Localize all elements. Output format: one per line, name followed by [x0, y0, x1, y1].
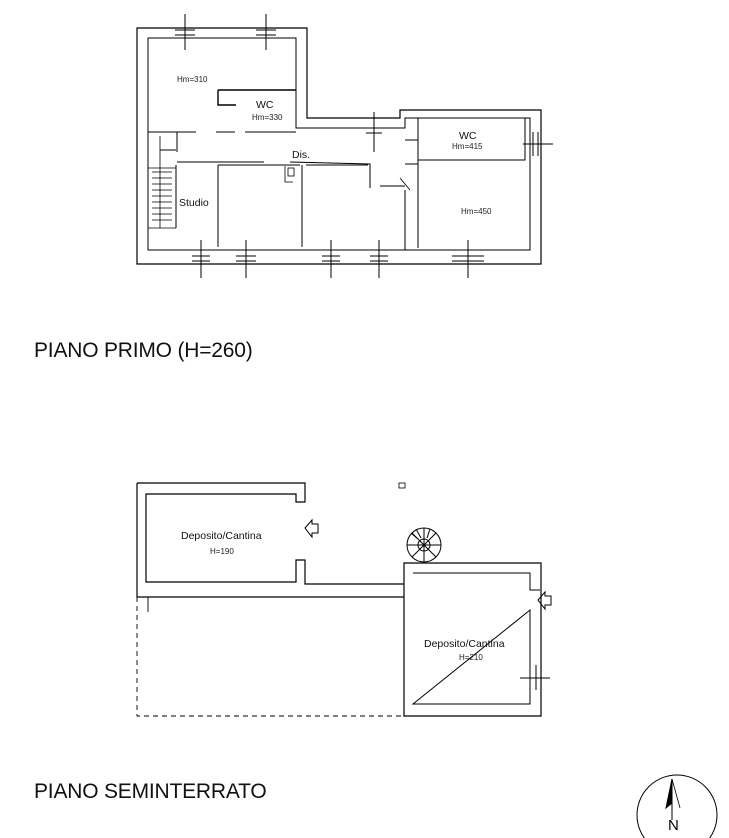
basement-title: PIANO SEMINTERRATO: [34, 780, 267, 803]
north-compass: N: [636, 774, 718, 838]
first-floor-plan: [136, 14, 553, 278]
window: [520, 665, 550, 690]
room-wall: [405, 139, 419, 248]
first-floor-title: PIANO PRIMO (H=260): [34, 339, 253, 362]
outer-wall: [137, 482, 404, 585]
wc-partition: [217, 89, 296, 106]
corridor-wall: [160, 132, 178, 152]
outer-wall: [403, 562, 542, 717]
room-height-label: Hm=450: [461, 207, 492, 216]
room-height-label: Hm=330: [252, 113, 283, 122]
room-height-label: Hm=415: [452, 142, 483, 151]
staircase: [148, 136, 176, 229]
north-label: N: [668, 817, 679, 834]
door-swing: [284, 166, 411, 191]
wc-right-wall: [417, 118, 526, 161]
fixture: [287, 167, 295, 177]
marker: [398, 482, 406, 489]
room-label-deposito: Deposito/Cantina: [424, 638, 505, 650]
windows: [175, 14, 553, 278]
outer-wall: [136, 27, 542, 265]
room-label-studio: Studio: [179, 197, 209, 209]
room-label-wc: WC: [256, 99, 274, 111]
spiral-staircase: [406, 527, 442, 563]
basement-plan: [136, 482, 552, 717]
room-label-dis: Dis.: [292, 149, 310, 161]
inner-wall-outline: [147, 37, 531, 251]
room-wall: [175, 165, 406, 250]
room-height-label: H=190: [210, 547, 234, 556]
basement-labels: Deposito/Cantina H=190 Deposito/Cantina …: [181, 530, 505, 662]
dashed-outline: [136, 597, 404, 717]
entrance-arrow: [537, 590, 552, 611]
room-label-wc: WC: [459, 130, 477, 142]
outer-wall: [136, 483, 404, 598]
room-wall: [218, 164, 405, 187]
room-height-label: H=210: [459, 653, 483, 662]
inner-wall-outline: [411, 572, 540, 705]
entrance-arrow: [304, 518, 319, 539]
first-floor-labels: Hm=310 WC Hm=330 Dis. Studio WC Hm=415 H…: [177, 75, 492, 216]
room-height-label: Hm=310: [177, 75, 208, 84]
room-label-deposito: Deposito/Cantina: [181, 530, 262, 542]
corridor-wall: [177, 161, 371, 188]
